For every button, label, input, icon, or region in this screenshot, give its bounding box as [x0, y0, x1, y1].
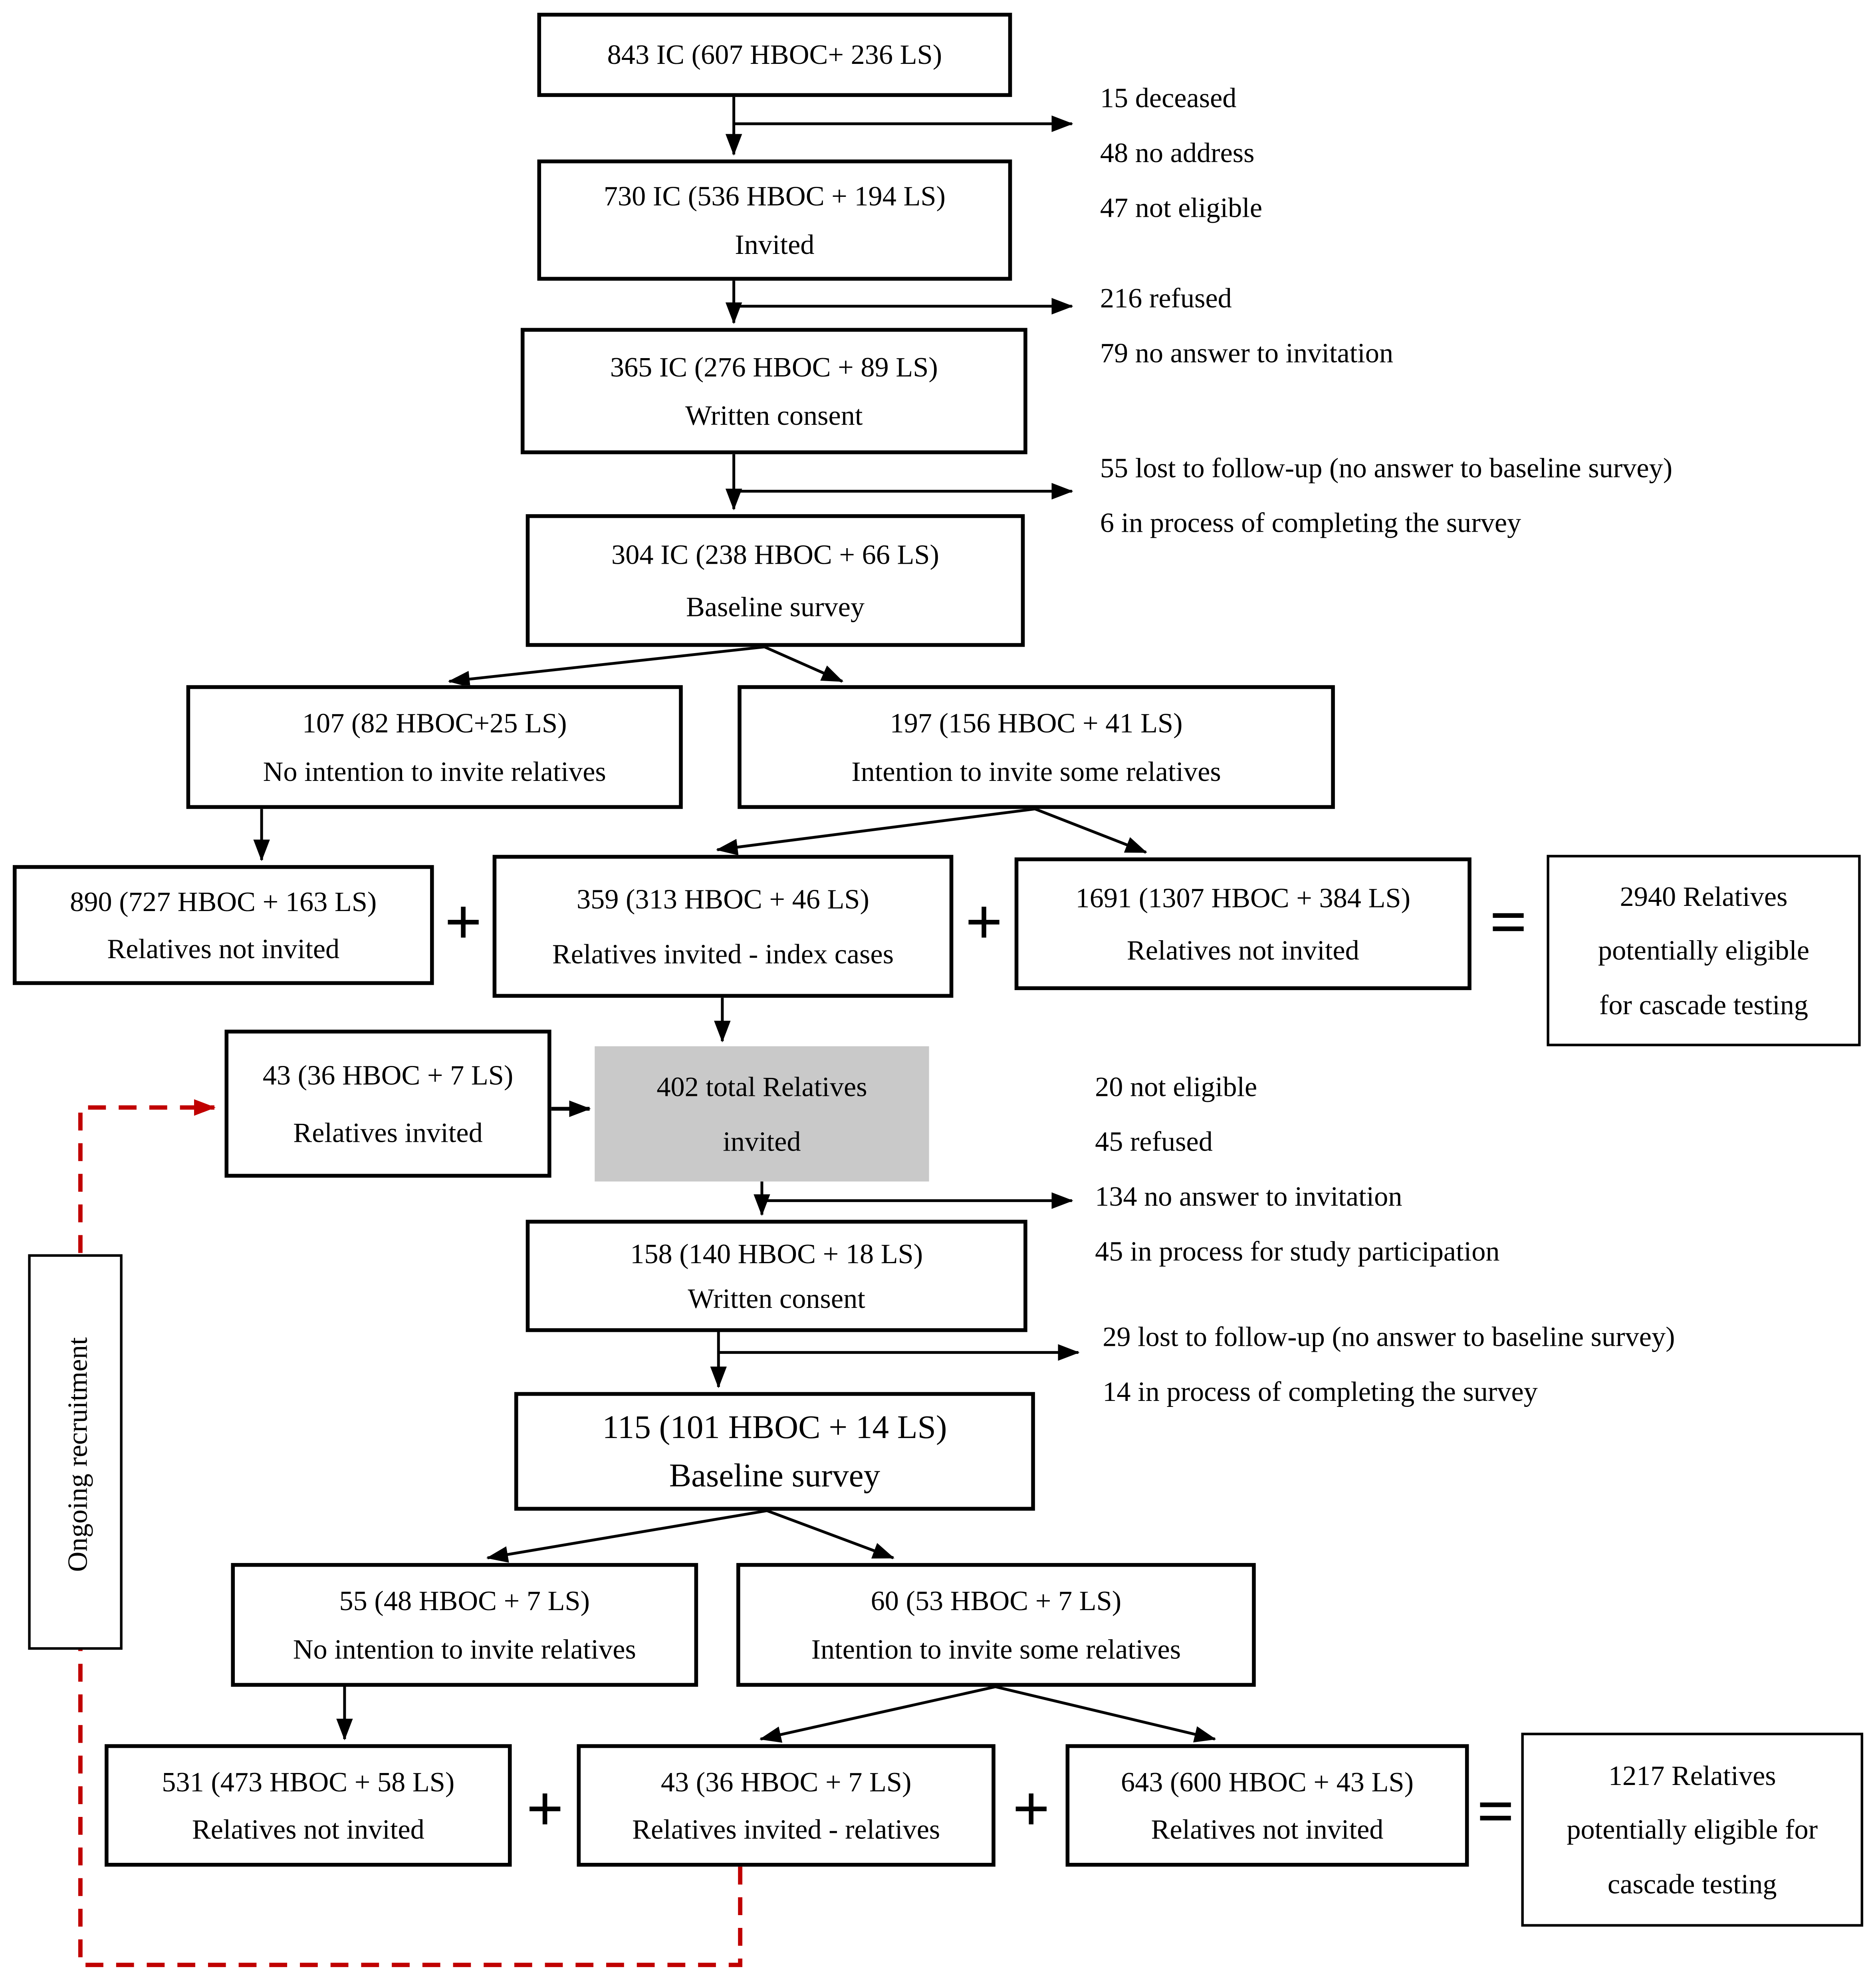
- box-rel-no-intention: 55 (48 HBOC + 7 LS) No intention to invi…: [231, 1563, 698, 1687]
- box-text: 843 IC (607 HBOC+ 236 LS): [607, 39, 942, 71]
- box-text: No intention to invite relatives: [263, 755, 606, 787]
- side-note-line: 55 lost to follow-up (no answer to basel…: [1100, 452, 1673, 484]
- box-rel-intention: 60 (53 HBOC + 7 LS) Intention to invite …: [736, 1563, 1256, 1687]
- box-text: Relatives not invited: [107, 933, 340, 965]
- box-ic-enrolled: 843 IC (607 HBOC+ 236 LS): [537, 12, 1012, 97]
- box-text: 43 (36 HBOC + 7 LS): [660, 1765, 912, 1797]
- side-note-line: 29 lost to follow-up (no answer to basel…: [1103, 1320, 1675, 1353]
- box-text: 365 IC (276 HBOC + 89 LS): [610, 350, 938, 382]
- side-note-line: 6 in process of completing the survey: [1100, 506, 1521, 539]
- side-note-group-4: 20 not eligible 45 refused 134 no answer…: [1095, 1059, 1499, 1279]
- side-note-group-1: 15 deceased 48 no address 47 not eligibl…: [1100, 70, 1262, 235]
- equals-operator: =: [1477, 1776, 1515, 1849]
- box-text: Relatives invited - relatives: [632, 1813, 940, 1846]
- box-text: invited: [723, 1125, 801, 1157]
- box-text: Written consent: [688, 1282, 865, 1314]
- box-ic-no-intention: 107 (82 HBOC+25 LS) No intention to invi…: [186, 685, 683, 809]
- arrow-relbaseline-to-nointention: [486, 1509, 767, 1563]
- box-text: cascade testing: [1607, 1868, 1777, 1900]
- box-text: 531 (473 HBOC + 58 LS): [162, 1765, 455, 1797]
- ongoing-recruitment-box: Ongoing recruitment: [28, 1254, 123, 1650]
- side-note-line: 45 refused: [1095, 1125, 1213, 1157]
- box-text: for cascade testing: [1599, 988, 1809, 1020]
- box-ic-baseline-survey: 304 IC (238 HBOC + 66 LS) Baseline surve…: [526, 514, 1025, 647]
- side-note-line: 79 no answer to invitation: [1100, 337, 1394, 369]
- box-text: Relatives invited - index cases: [552, 937, 894, 970]
- plus-operator: +: [526, 1773, 564, 1846]
- box-text: 359 (313 HBOC + 46 LS): [576, 883, 869, 915]
- box-text: 1691 (1307 HBOC + 384 LS): [1075, 882, 1411, 914]
- box-rel-total-eligible: 1217 Relatives potentially eligible for …: [1521, 1733, 1864, 1927]
- side-note-line: 15 deceased: [1100, 81, 1237, 114]
- box-ic-intention: 197 (156 HBOC + 41 LS) Intention to invi…: [738, 685, 1335, 809]
- box-text: 1217 Relatives: [1608, 1759, 1776, 1791]
- box-rel-written-consent: 158 (140 HBOC + 18 LS) Written consent: [526, 1220, 1027, 1332]
- box-text: Relatives not invited: [1151, 1813, 1384, 1846]
- box-text: 304 IC (238 HBOC + 66 LS): [611, 539, 939, 571]
- arrow-baseline-to-nointention: [448, 645, 765, 687]
- equals-operator: =: [1489, 887, 1527, 960]
- box-rel-not-invited-a: 531 (473 HBOC + 58 LS) Relatives not inv…: [105, 1744, 512, 1867]
- box-total-relatives-invited: 402 total Relatives invited: [595, 1046, 929, 1182]
- box-text: No intention to invite relatives: [293, 1633, 636, 1665]
- arrow-intention-to-invited: [716, 807, 1035, 856]
- box-text: Relatives invited: [293, 1116, 483, 1148]
- arrow-relintention-to-notinvited: [995, 1685, 1216, 1743]
- arrow-relintention-to-invited: [759, 1685, 996, 1743]
- box-text: Intention to invite some relatives: [851, 755, 1221, 787]
- box-text: Baseline survey: [669, 1457, 880, 1494]
- side-note-line: 20 not eligible: [1095, 1070, 1257, 1103]
- box-relatives-invited-by-relatives: 43 (36 HBOC + 7 LS) Relatives invited: [224, 1030, 551, 1178]
- side-note-line: 216 refused: [1100, 282, 1232, 314]
- box-text: 60 (53 HBOC + 7 LS): [871, 1585, 1122, 1617]
- box-text: 55 (48 HBOC + 7 LS): [339, 1585, 590, 1617]
- arrow-intention-to-notinvited: [1034, 807, 1147, 854]
- box-text: 643 (600 HBOC + 43 LS): [1120, 1765, 1414, 1797]
- box-text: 730 IC (536 HBOC + 194 LS): [603, 180, 946, 212]
- box-text: 107 (82 HBOC+25 LS): [302, 707, 567, 739]
- box-text: potentially eligible for: [1567, 1813, 1818, 1846]
- ongoing-recruitment-label: Ongoing recruitment: [61, 1337, 93, 1572]
- box-text: 115 (101 HBOC + 14 LS): [602, 1408, 947, 1446]
- box-ic-relatives-not-invited-b: 1691 (1307 HBOC + 384 LS) Relatives not …: [1014, 857, 1471, 991]
- plus-operator: +: [965, 887, 1003, 960]
- side-note-line: 47 not eligible: [1100, 191, 1263, 224]
- box-text: 197 (156 HBOC + 41 LS): [890, 707, 1183, 739]
- side-note-line: 14 in process of completing the survey: [1103, 1375, 1538, 1408]
- side-note-group-3: 55 lost to follow-up (no answer to basel…: [1100, 440, 1672, 550]
- box-text: Invited: [735, 228, 815, 260]
- box-ic-written-consent: 365 IC (276 HBOC + 89 LS) Written consen…: [520, 328, 1027, 454]
- side-note-group-5: 29 lost to follow-up (no answer to basel…: [1103, 1309, 1675, 1419]
- box-ic-relatives-invited: 359 (313 HBOC + 46 LS) Relatives invited…: [492, 855, 954, 998]
- plus-operator: +: [1012, 1773, 1050, 1846]
- box-ic-relatives-not-invited-a: 890 (727 HBOC + 163 LS) Relatives not in…: [12, 865, 434, 985]
- box-text: Relatives not invited: [1126, 933, 1359, 966]
- arrow-baseline-to-intention: [763, 646, 844, 683]
- box-text: 2940 Relatives: [1620, 880, 1788, 913]
- box-ic-invited: 730 IC (536 HBOC + 194 LS) Invited: [537, 159, 1012, 281]
- side-note-line: 134 no answer to invitation: [1095, 1180, 1402, 1212]
- box-text: 890 (727 HBOC + 163 LS): [70, 885, 377, 917]
- box-total-eligible-relatives: 2940 Relatives potentially eligible for …: [1547, 855, 1861, 1046]
- side-note-line: 48 no address: [1100, 136, 1255, 168]
- side-note-group-2: 216 refused 79 no answer to invitation: [1100, 271, 1393, 380]
- box-text: Relatives not invited: [192, 1813, 424, 1846]
- side-note-line: 45 in process for study participation: [1095, 1235, 1500, 1267]
- box-text: Intention to invite some relatives: [811, 1633, 1181, 1665]
- box-rel-not-invited-b: 643 (600 HBOC + 43 LS) Relatives not inv…: [1065, 1744, 1469, 1867]
- box-text: 402 total Relatives: [656, 1070, 867, 1103]
- ongoing-recruitment-feedback-arrow: [78, 1099, 743, 1967]
- box-text: potentially eligible: [1598, 934, 1810, 967]
- box-text: Baseline survey: [686, 590, 865, 622]
- plus-operator: +: [444, 887, 482, 960]
- box-text: 43 (36 HBOC + 7 LS): [262, 1059, 514, 1092]
- box-text: Written consent: [685, 400, 863, 432]
- arrow-relbaseline-to-intention: [766, 1509, 895, 1559]
- box-rel-baseline-survey: 115 (101 HBOC + 14 LS) Baseline survey: [514, 1392, 1035, 1511]
- box-relatives-invited-relatives: 43 (36 HBOC + 7 LS) Relatives invited - …: [577, 1744, 996, 1867]
- box-text: 158 (140 HBOC + 18 LS): [630, 1237, 923, 1270]
